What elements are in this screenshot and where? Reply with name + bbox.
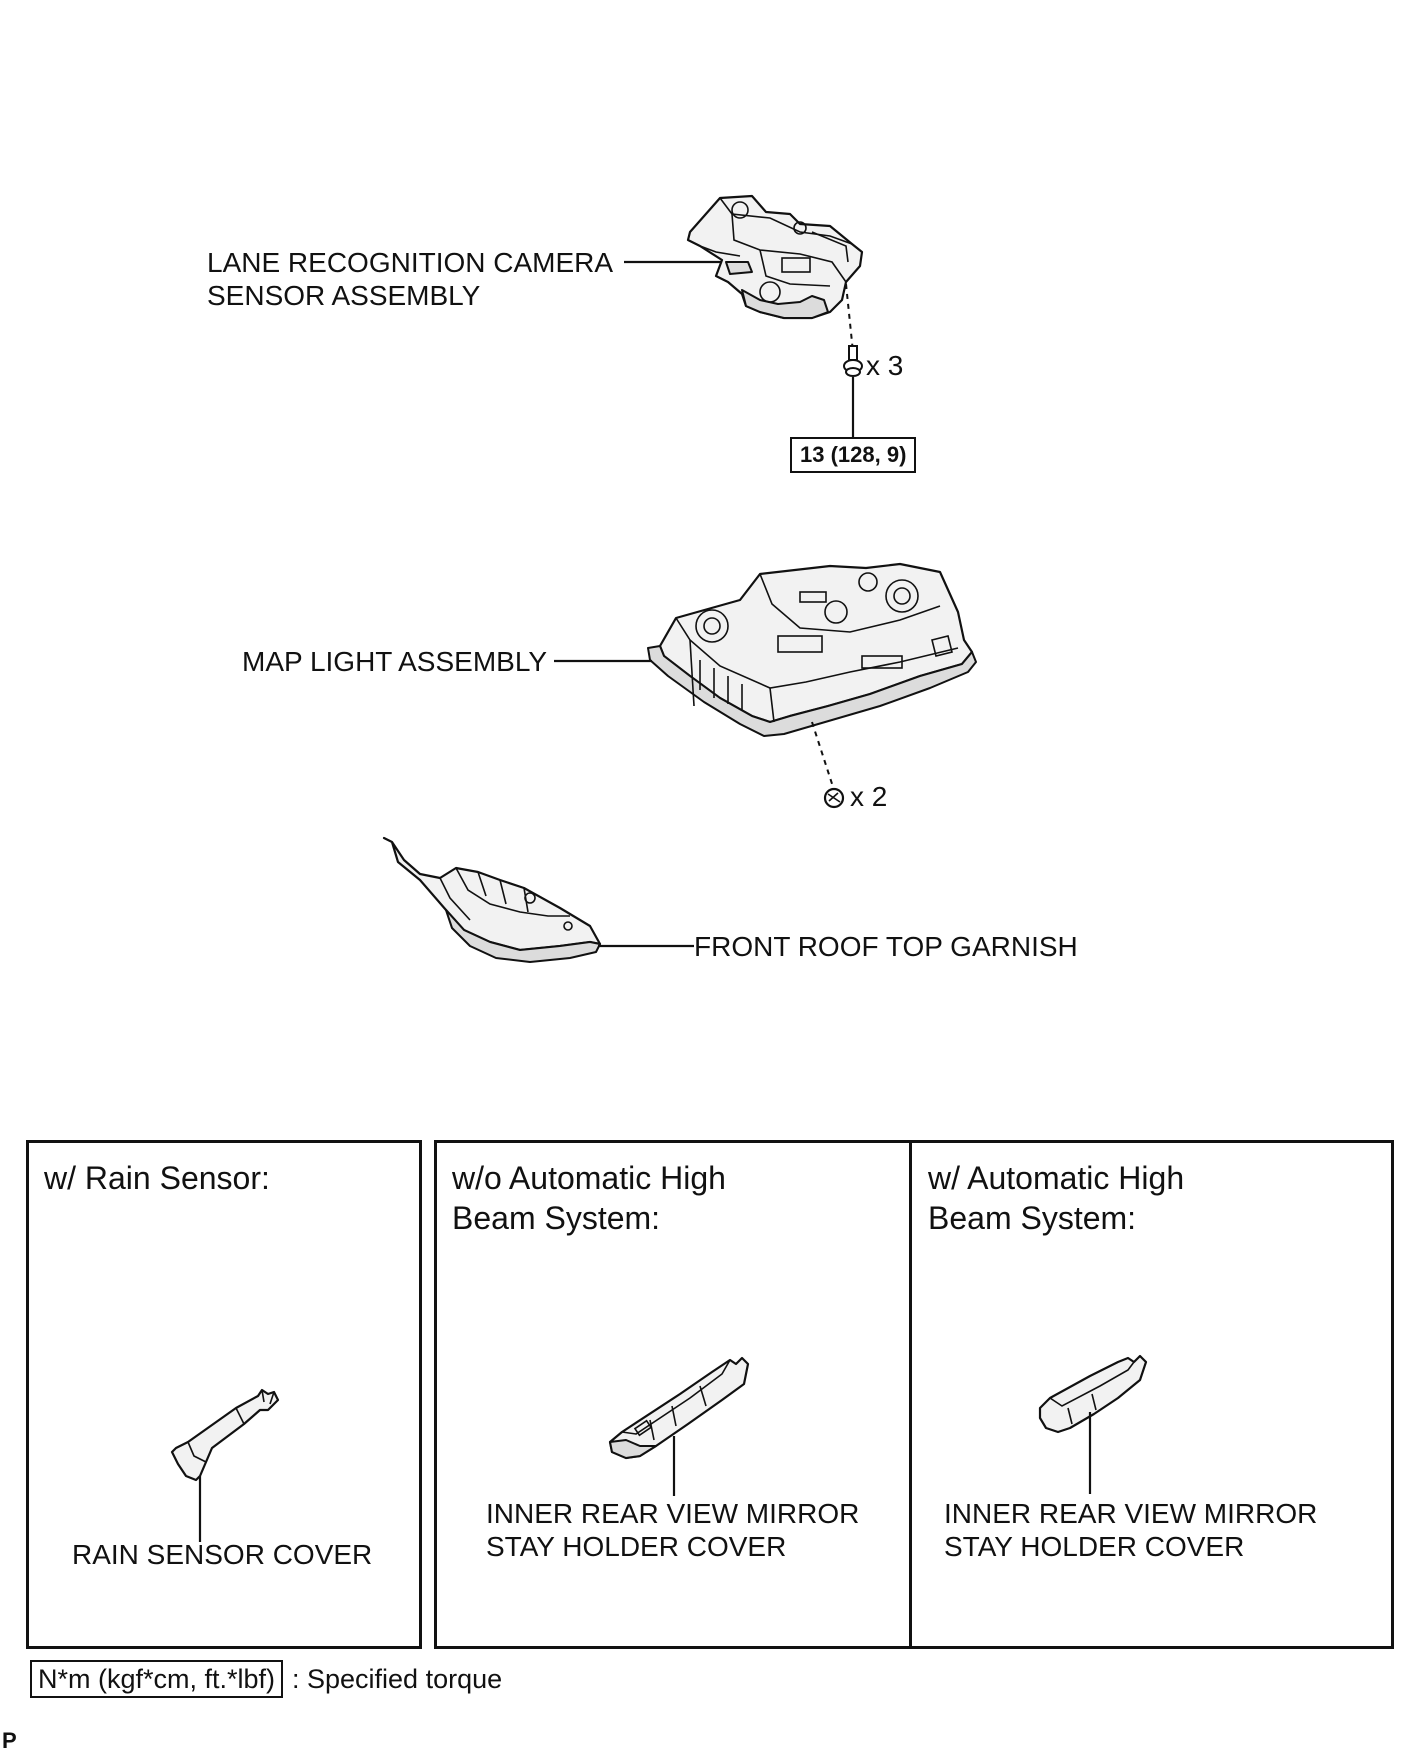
- map-light-illustration: [647, 562, 977, 737]
- rain-sensor-cover-label: RAIN SENSOR COVER: [72, 1539, 373, 1570]
- camera-bolt-path: [845, 283, 854, 353]
- bolt-icon: [843, 345, 863, 377]
- panel-wo-ahb-header-line1: w/o Automatic High: [452, 1160, 726, 1196]
- map-light-label: MAP LIGHT ASSEMBLY: [242, 646, 548, 677]
- panel-rain-sensor-header: w/ Rain Sensor:: [44, 1160, 270, 1196]
- rain-sensor-cover-illustration: [170, 1388, 280, 1482]
- panel-w-ahb: [909, 1140, 1394, 1649]
- corner-mark: P: [2, 1728, 17, 1753]
- mirror-cover-wo-ahb-illustration: [608, 1356, 750, 1460]
- mirror-cover-wo-ahb-label-line1: INNER REAR VIEW MIRROR: [486, 1498, 860, 1529]
- camera-sensor-label-line1: LANE RECOGNITION CAMERA: [207, 247, 614, 278]
- map-light-screw-qty: x 2: [850, 781, 888, 812]
- panel-wo-ahb-header-line2: Beam System:: [452, 1200, 661, 1236]
- screw-icon: [823, 787, 845, 809]
- torque-unit-legend: N*m (kgf*cm, ft.*lbf): [30, 1660, 284, 1698]
- panel-w-ahb-header-line2: Beam System:: [928, 1200, 1137, 1236]
- panel-w-ahb-header-line1: w/ Automatic High: [928, 1160, 1185, 1196]
- panel-rain-sensor: [26, 1140, 422, 1649]
- camera-torque-value: 13 (128, 9): [790, 437, 917, 473]
- garnish-label: FRONT ROOF TOP GARNISH: [694, 931, 1078, 962]
- mirror-cover-w-ahb-illustration: [1038, 1354, 1148, 1434]
- camera-sensor-illustration: [686, 194, 864, 320]
- mirror-cover-wo-ahb-label-line2: STAY HOLDER COVER: [486, 1531, 787, 1562]
- torque-legend-text: : Specified torque: [292, 1664, 503, 1694]
- map-light-screw-path: [811, 721, 835, 791]
- camera-bolt-qty: x 3: [866, 350, 904, 381]
- garnish-illustration: [382, 836, 602, 963]
- camera-sensor-label-line2: SENSOR ASSEMBLY: [207, 280, 481, 311]
- mirror-cover-w-ahb-label-line2: STAY HOLDER COVER: [944, 1531, 1245, 1562]
- mirror-cover-w-ahb-label-line1: INNER REAR VIEW MIRROR: [944, 1498, 1318, 1529]
